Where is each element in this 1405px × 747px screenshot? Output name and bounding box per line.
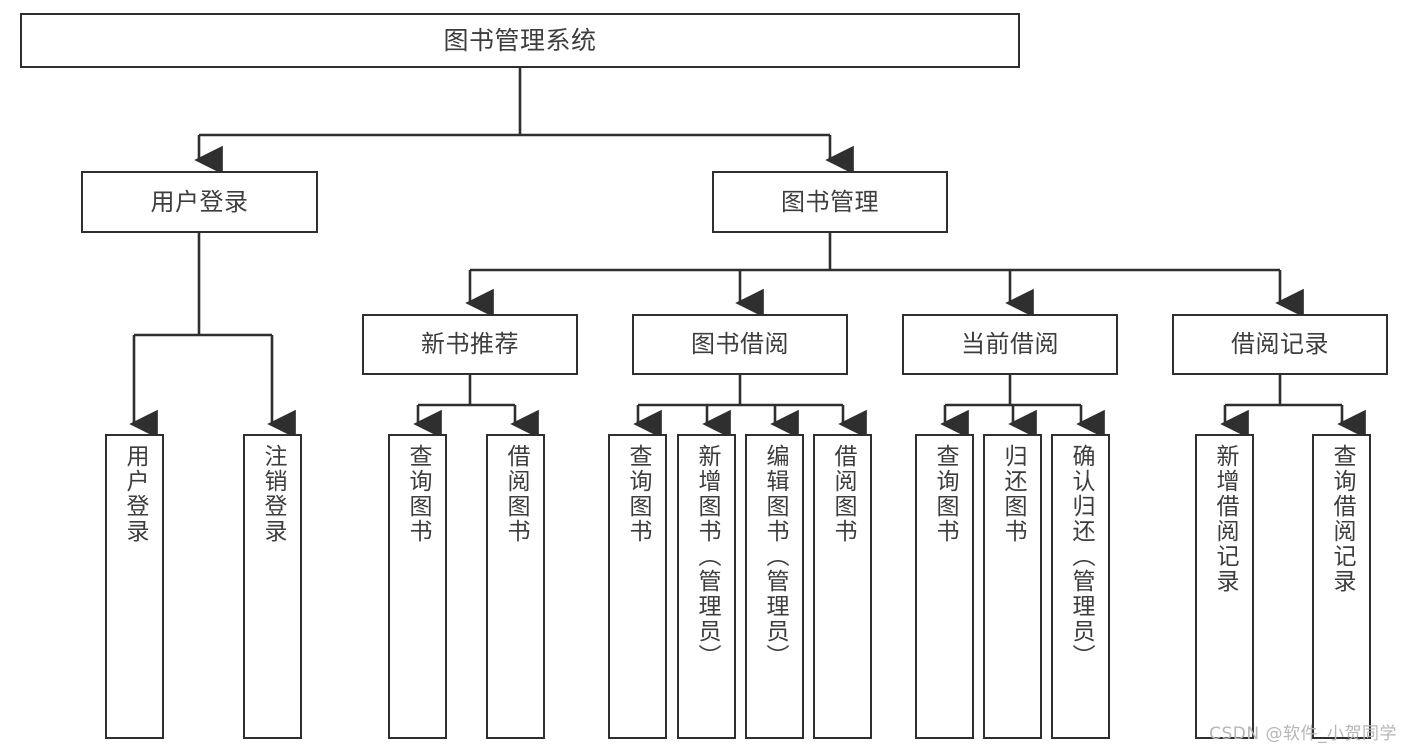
node-label: 新增借阅记录 xyxy=(1212,444,1238,594)
node-new-book-recommend[interactable]: 新书推荐 xyxy=(362,314,578,375)
node-label: 借阅图书 xyxy=(503,444,529,544)
leaf-query-book-current[interactable]: 查询图书 xyxy=(915,434,974,739)
leaf-add-borrow-record[interactable]: 新增借阅记录 xyxy=(1195,434,1254,739)
leaf-borrow-book[interactable]: 借阅图书 xyxy=(813,434,872,739)
node-label: 查询借阅记录 xyxy=(1329,444,1355,594)
node-book-borrow[interactable]: 图书借阅 xyxy=(632,314,848,375)
node-label: 新书推荐 xyxy=(421,330,519,359)
node-label: 编辑图书（管理员） xyxy=(762,444,788,669)
node-label: 图书借阅 xyxy=(691,330,789,359)
watermark: CSDN @软件_小贺同学 xyxy=(1209,724,1397,744)
node-root-system[interactable]: 图书管理系统 xyxy=(20,13,1020,68)
node-current-borrow[interactable]: 当前借阅 xyxy=(902,314,1118,375)
node-book-management[interactable]: 图书管理 xyxy=(712,171,948,233)
leaf-user-login[interactable]: 用户登录 xyxy=(105,434,164,739)
leaf-borrow-book-recommend[interactable]: 借阅图书 xyxy=(486,434,545,739)
node-user-login[interactable]: 用户登录 xyxy=(81,171,318,233)
leaf-confirm-return-admin[interactable]: 确认归还（管理员） xyxy=(1051,434,1110,739)
node-label: 用户登录 xyxy=(150,187,249,216)
node-label: 用户登录 xyxy=(122,444,148,544)
node-label: 确认归还（管理员） xyxy=(1068,444,1094,669)
node-label: 图书管理 xyxy=(781,187,879,216)
leaf-return-book[interactable]: 归还图书 xyxy=(983,434,1042,739)
node-label: 借阅记录 xyxy=(1231,330,1329,359)
leaf-query-book-recommend[interactable]: 查询图书 xyxy=(388,434,447,739)
leaf-query-borrow-record[interactable]: 查询借阅记录 xyxy=(1312,434,1371,739)
node-borrow-record[interactable]: 借阅记录 xyxy=(1172,314,1388,375)
node-label: 新增图书（管理员） xyxy=(694,444,720,669)
leaf-query-book-borrow[interactable]: 查询图书 xyxy=(608,434,667,739)
leaf-edit-book-admin[interactable]: 编辑图书（管理员） xyxy=(745,434,804,739)
leaf-add-book-admin[interactable]: 新增图书（管理员） xyxy=(677,434,736,739)
node-label: 查询图书 xyxy=(932,444,958,544)
node-label: 归还图书 xyxy=(1000,444,1026,544)
node-label: 当前借阅 xyxy=(961,330,1059,359)
leaf-logout[interactable]: 注销登录 xyxy=(243,434,302,739)
node-label: 查询图书 xyxy=(625,444,651,544)
node-label: 借阅图书 xyxy=(830,444,856,544)
node-label: 查询图书 xyxy=(405,444,431,544)
node-label: 注销登录 xyxy=(260,444,286,544)
node-label: 图书管理系统 xyxy=(443,25,597,55)
